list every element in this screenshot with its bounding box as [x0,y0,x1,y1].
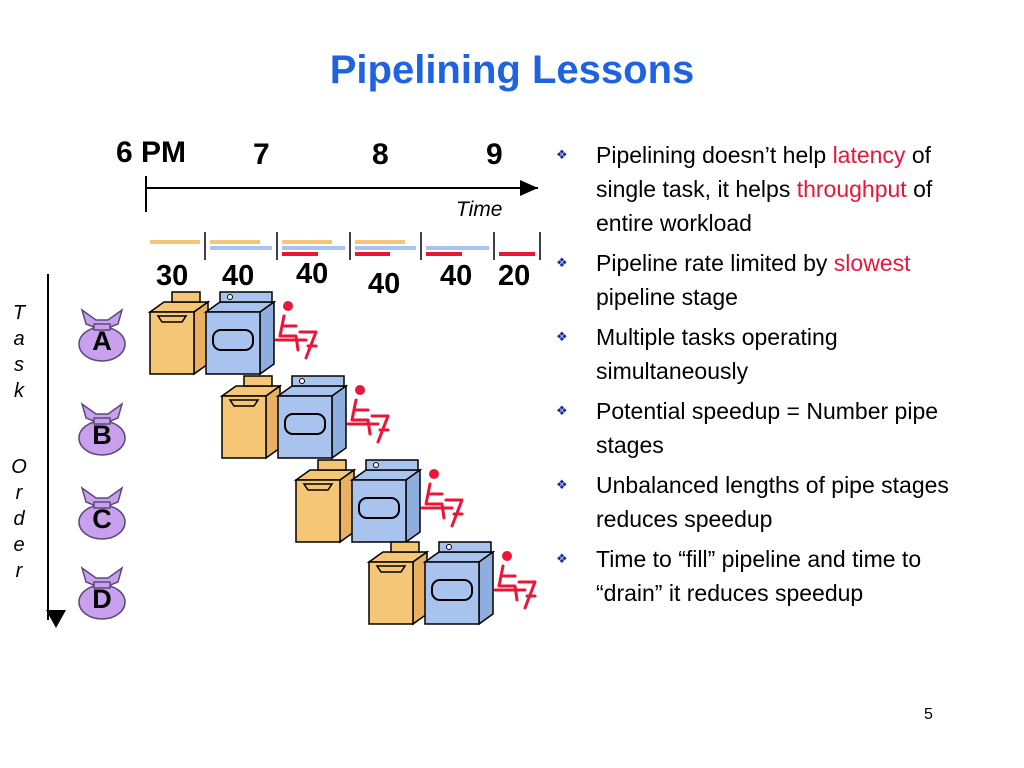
highlight-text: throughput [796,176,907,202]
task-axis-letter: s [14,354,24,376]
time-label-9: 9 [486,138,503,171]
bullet-text: Pipelining doesn’t help [596,142,833,168]
bullet-item: ❖ Unbalanced lengths of pipe stages reduc… [552,468,992,536]
bullet-item: ❖ Pipelining doesn’t help latency of sing… [552,138,992,240]
task-label-d: D [92,584,112,614]
page-title: Pipelining Lessons [329,48,695,92]
bullet-text: Pipeline rate limited by [596,250,834,276]
washer-dryer-folder-icon [367,540,537,626]
washer-dryer-folder-icon [148,290,318,376]
bullet-text: of single task, it helps [596,142,932,202]
task-axis-letter: k [14,380,24,402]
bullet-text: Time to “fill” pipeline and time to “dra… [596,546,922,606]
bullet-item: ❖ Multiple tasks operating simultaneously [552,320,992,388]
duration-label: 20 [498,260,531,292]
washer-dryer-folder-icon [220,374,390,460]
task-label-b: B [92,420,112,450]
highlight-text: slowest [833,250,911,276]
bullet-diamond-icon: ❖ [556,255,568,270]
task-axis-letter: a [13,328,25,350]
task-axis-letter: d [13,508,25,530]
task-axis-letter: O [11,456,27,478]
highlight-text: latency [832,142,906,168]
time-label-7: 7 [253,138,270,171]
task-axis-letter: r [15,482,23,504]
page-number: 5 [924,706,933,723]
duration-label: 30 [156,260,189,292]
task-axis-letter: r [15,560,23,582]
task-label-a: A [92,326,112,356]
time-label-8: 8 [372,138,389,171]
task-axis-letter: T [12,302,26,324]
bullet-text: pipeline stage [596,284,738,310]
bullet-item: ❖ Time to “fill” pipeline and time to “dr… [552,542,992,610]
bullet-text: of entire workload [596,176,933,236]
duration-label: 40 [222,260,255,292]
bullet-item: ❖ Pipeline rate limited by slowest pipeli… [552,246,992,314]
time-label-6pm: 6 PM [116,136,187,169]
bullet-diamond-icon: ❖ [556,477,568,492]
duration-label: 40 [368,268,401,300]
bullet-diamond-icon: ❖ [556,147,568,162]
bullet-text: Unbalanced lengths of pipe stages reduce… [596,472,949,532]
bullet-diamond-icon: ❖ [556,329,568,344]
bullet-list: ❖ Pipelining doesn’t help latency of sing… [552,138,992,616]
bullet-text: Potential speedup = Number pipe stages [596,398,939,458]
task-label-c: C [92,504,112,534]
bullet-diamond-icon: ❖ [556,551,568,566]
bullet-text: Multiple tasks operating simultaneously [596,324,838,384]
task-axis-letter: e [13,534,25,556]
duration-label: 40 [296,258,329,290]
washer-dryer-folder-icon [294,458,464,544]
duration-label: 40 [440,260,473,292]
time-axis-label: Time [456,198,503,221]
bullet-item: ❖ Potential speedup = Number pipe stages [552,394,992,462]
bullet-diamond-icon: ❖ [556,403,568,418]
